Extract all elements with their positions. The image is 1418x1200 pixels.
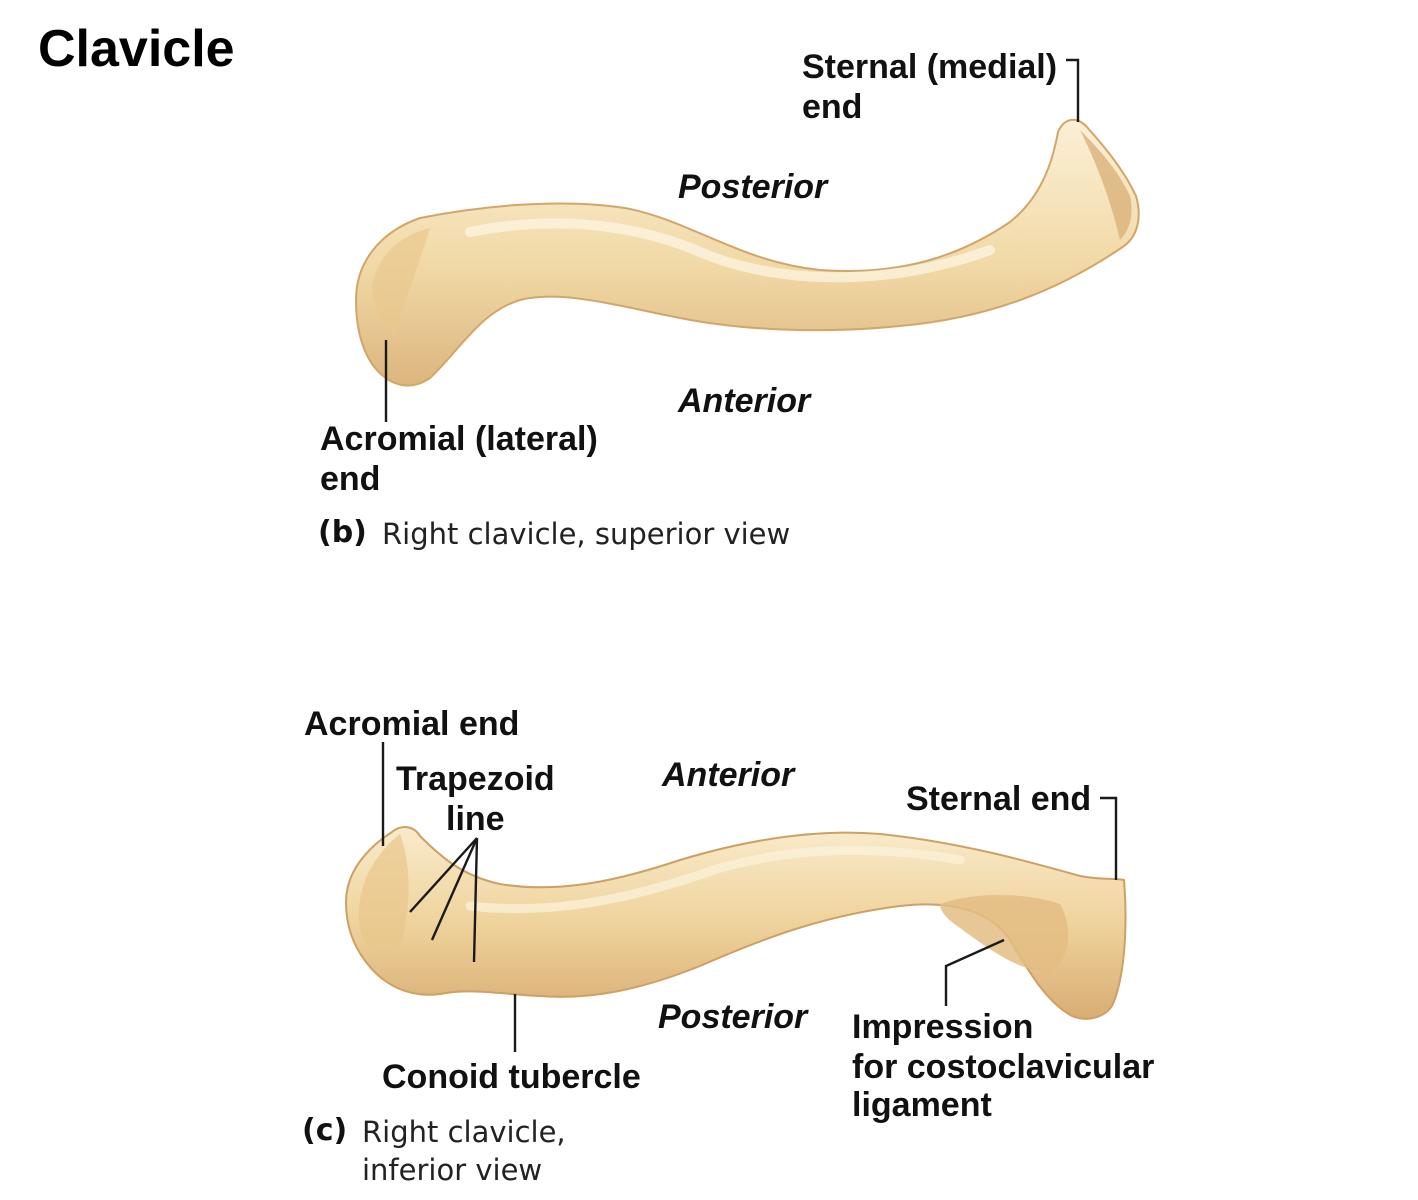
caption-b-text: Right clavicle, superior view — [382, 517, 790, 551]
caption-b-letter: (b) — [318, 515, 367, 550]
leader-costoclavicular-impression — [944, 938, 1005, 1006]
clavicle-superior-bone — [354, 118, 1140, 387]
caption-c-text: Right clavicle, — [362, 1115, 566, 1149]
shaft-highlight-inferior — [465, 845, 965, 914]
label-anterior-b: Anterior — [677, 382, 812, 420]
label-impression-line3: ligament — [852, 1086, 992, 1124]
label-acromial-end: Acromial end — [304, 705, 519, 743]
label-posterior-c: Posterior — [658, 998, 809, 1036]
label-conoid-tubercle: Conoid tubercle — [382, 1058, 641, 1096]
label-sternal-medial-end: Sternal (medial) — [802, 48, 1057, 86]
label-trapezoid-line: Trapezoid — [396, 760, 555, 798]
acromial-facet-superior — [372, 228, 430, 336]
clavicle-inferior-bone — [344, 826, 1127, 1020]
label-posterior-b: Posterior — [678, 168, 829, 206]
shaft-highlight-superior — [465, 218, 995, 283]
leader-sternal-medial-end — [1066, 58, 1080, 122]
figure-b: Sternal (medial) end Posterior Anterior … — [318, 48, 1140, 551]
label-sternal-end: Sternal end — [906, 780, 1091, 818]
label-sternal-medial-end-line2: end — [802, 88, 862, 126]
sternal-facet-superior — [1080, 130, 1132, 240]
figure-c: Acromial end Trapezoid line Anterior Ste… — [302, 705, 1154, 1187]
label-trapezoid-line-line2: line — [446, 800, 505, 838]
leader-trapezoid-3 — [472, 837, 479, 963]
label-acromial-lateral-end: Acromial (lateral) — [320, 420, 598, 458]
caption-c-letter: (c) — [302, 1113, 347, 1148]
label-anterior-c: Anterior — [661, 756, 796, 794]
leader-sternal-end — [1100, 796, 1118, 880]
leader-trapezoid-1 — [409, 837, 478, 913]
acromial-knob-inferior — [358, 834, 409, 958]
caption-c-text-line2: inferior view — [362, 1153, 542, 1187]
label-impression: Impression — [852, 1008, 1033, 1046]
label-acromial-lateral-end-line2: end — [320, 460, 380, 498]
leader-trapezoid-2 — [430, 837, 479, 941]
costoclavicular-impression — [940, 894, 1069, 972]
page-title: Clavicle — [38, 20, 235, 78]
label-impression-line2: for costoclavicular — [852, 1048, 1154, 1086]
